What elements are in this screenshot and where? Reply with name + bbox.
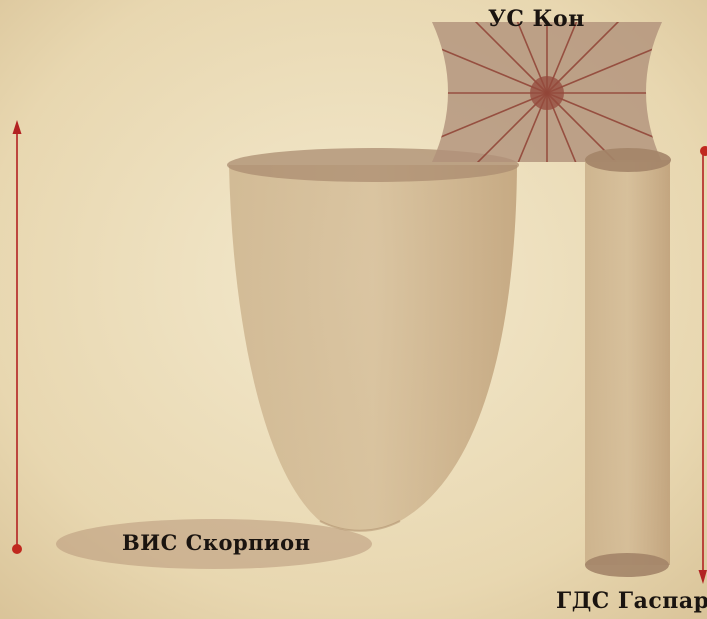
- kon-hub: [530, 76, 564, 110]
- gaspar-label: ГДС Гаспар: [556, 588, 707, 614]
- cylinder-top-ellipse: [585, 148, 671, 172]
- gaspar-cylinder: [585, 148, 671, 577]
- cylinder-bottom-ellipse: [585, 553, 669, 577]
- kon-label: УС Кон: [488, 6, 585, 32]
- skorpion-label: ВИС Скорпион: [122, 530, 311, 555]
